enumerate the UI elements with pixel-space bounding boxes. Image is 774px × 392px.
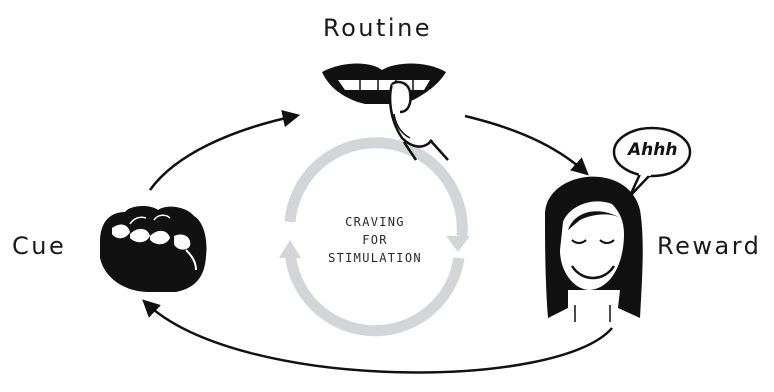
arrow-reward-to-cue <box>142 299 613 374</box>
craving-label: CRAVING FOR STIMULATION <box>305 213 445 267</box>
clenched-fist-icon <box>100 206 207 292</box>
smiling-woman-icon <box>545 176 643 322</box>
speech-bubble-text: Ahhh <box>628 140 678 160</box>
craving-line-1: CRAVING <box>345 215 405 229</box>
speech-bubble <box>612 126 692 198</box>
craving-cycle-ring <box>279 137 470 337</box>
arrow-routine-to-reward <box>464 114 589 176</box>
reward-label: Reward <box>657 232 762 260</box>
arrow-cue-to-routine <box>148 110 301 191</box>
mouth-nail-biting-icon <box>322 63 449 161</box>
craving-line-3: STIMULATION <box>328 251 422 265</box>
routine-label: Routine <box>323 14 433 42</box>
craving-line-2: FOR <box>362 233 388 247</box>
cue-label: Cue <box>12 232 67 260</box>
